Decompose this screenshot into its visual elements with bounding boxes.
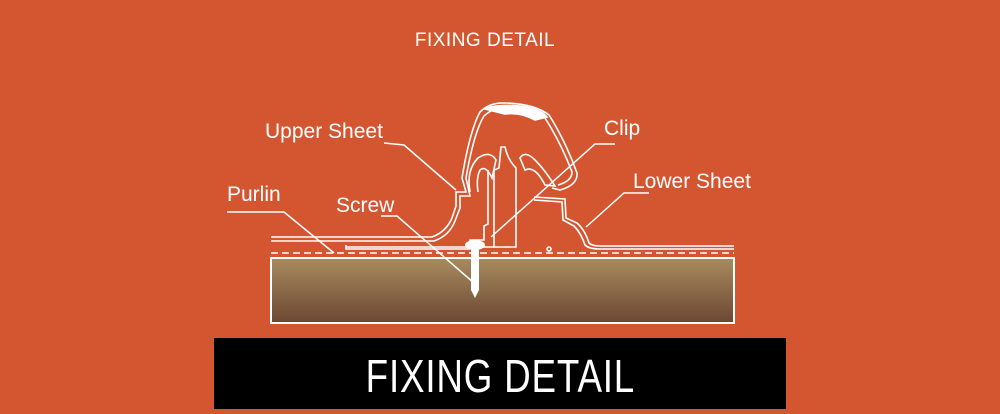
purlin-leader: [227, 211, 335, 254]
clip: [345, 146, 517, 250]
label-upper-sheet: Upper Sheet: [265, 120, 383, 143]
label-screw: Screw: [336, 194, 395, 217]
banner-text: FIXING DETAIL: [365, 350, 635, 402]
lower-sheet: [533, 196, 734, 252]
label-purlin: Purlin: [227, 183, 281, 206]
leader-lines: [227, 142, 649, 284]
clip-leader: [490, 143, 615, 238]
screw-leader: [381, 215, 475, 284]
purlin: [270, 257, 735, 324]
label-lower-sheet: Lower Sheet: [633, 170, 751, 193]
label-clip: Clip: [604, 117, 640, 140]
diagram-title: FIXING DETAIL: [414, 30, 556, 51]
upper-sheet: [271, 102, 578, 242]
lower-sheet-leader: [585, 192, 649, 228]
screw: [465, 240, 485, 298]
upper-sheet-leader: [383, 142, 457, 191]
caption-banner: FIXING DETAIL: [214, 338, 786, 409]
